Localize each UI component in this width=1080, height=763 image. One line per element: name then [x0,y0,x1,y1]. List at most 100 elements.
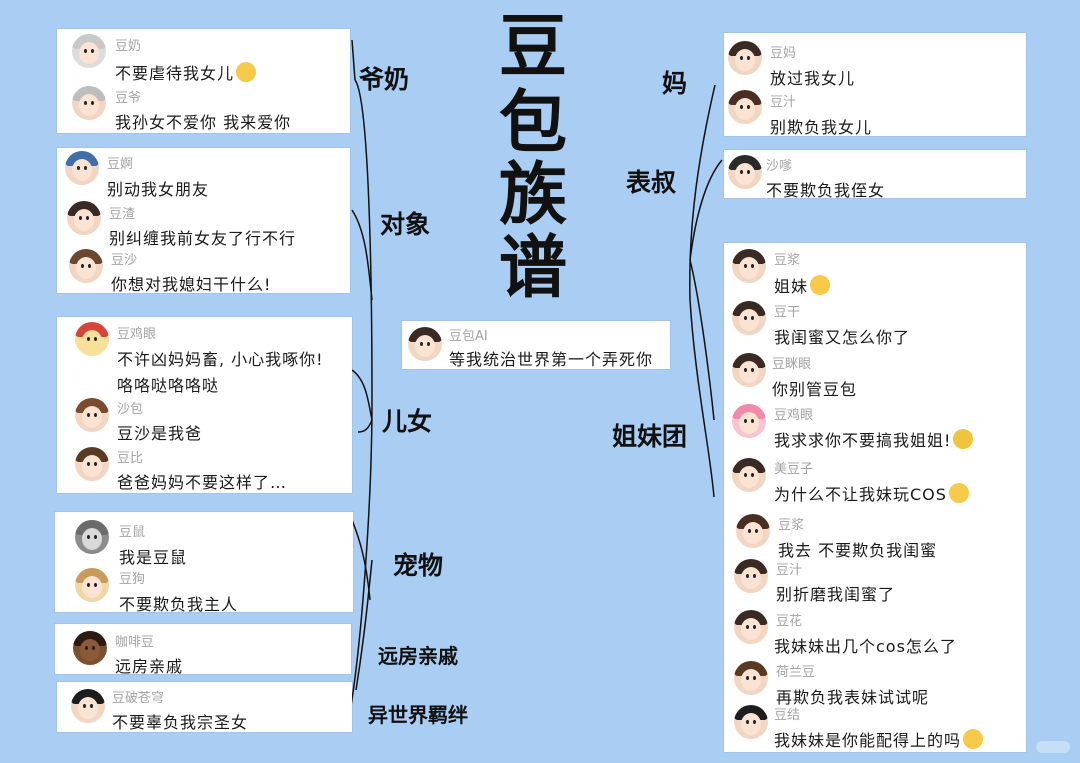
message-text: 我求求你不要搞我姐姐! [774,427,974,451]
message-text: 我去 不要欺负我闺蜜 [778,541,938,560]
avatar [75,520,109,554]
avatar [69,249,103,283]
avatar [73,631,107,665]
sender-name: 豆干 [774,305,801,320]
avatar [734,559,768,593]
sender-name: 豆婀 [107,157,134,172]
message-text: 远房亲戚 [115,657,184,676]
smile-emoji-icon [236,62,257,82]
branch-label-pets: 宠物 [393,551,444,580]
avatar [732,301,766,335]
avatar [732,404,766,438]
card-pets: 豆鼠 我是豆鼠 豆狗 不要欺负我主人 [55,512,353,614]
branch-label-mom: 妈 [662,69,688,98]
message-text: 别欺负我女儿 [770,118,873,137]
avatar [732,458,766,492]
sender-name: 豆浆 [778,518,805,533]
sender-name: 豆沙 [111,253,138,268]
title-char-4: 谱 [498,229,567,308]
message-text: 为什么不让我妹玩COS [774,481,969,505]
message-text: 等我统治世界第一个弄死你 [449,350,654,369]
message-text: 你想对我媳妇干什么! [111,275,272,294]
sender-name: 豆鸡眼 [117,327,157,342]
message-text: 你别管豆包 [772,380,858,399]
title-char-2: 包 [498,84,567,163]
avatar [75,322,109,356]
sender-name: 豆眯眼 [772,357,812,372]
message-text: 不要辜负我宗圣女 [112,713,249,732]
smile-emoji-icon [810,275,831,295]
sender-name: 豆汁 [776,563,803,578]
avatar [728,90,762,124]
sender-name: 咖啡豆 [115,635,155,650]
branch-label-sisters: 姐妹团 [612,422,688,451]
sender-name: 豆渣 [109,207,136,222]
message-text: 别纠缠我前女友了行不行 [109,229,297,248]
avatar [728,155,762,189]
sender-name: 豆鸡眼 [774,408,814,423]
branch-label-uncle: 表叔 [626,168,677,197]
message-text: 爸爸妈妈不要这样了… [117,473,288,492]
card-children: 豆鸡眼 不许凶妈妈畜, 小心我啄你! 咯咯哒咯咯哒 沙包 豆沙是我爸 豆比 爸爸… [57,317,352,493]
sunglasses-emoji-icon [963,729,984,749]
avatar [65,151,99,185]
card-center: 豆包AI 等我统治世界第一个弄死你 [402,321,670,369]
branch-label-children: 儿女 [382,407,433,436]
sender-name: 豆花 [776,614,803,629]
card-uncle: 沙嗲 不要欺负我侄女 [724,150,1026,200]
sender-name: 沙嗲 [766,159,793,174]
sender-name: 豆包AI [449,329,488,344]
message-text: 我闺蜜又怎么你了 [774,328,911,347]
message-text: 我是豆鼠 [119,548,188,567]
message-text: 我妹妹是你能配得上的吗 [774,727,984,751]
branch-label-distant: 远房亲戚 [378,644,458,668]
avatar [75,447,109,481]
message-text: 姐妹 [774,273,831,297]
sender-name: 豆汁 [770,95,797,110]
message-text: 不要欺负我主人 [119,595,239,614]
crying-emoji-icon [953,429,974,449]
avatar [736,514,770,548]
sender-name: 豆破苍穹 [112,691,165,706]
sender-name: 豆结 [774,708,801,723]
message-text-line2: 咯咯哒咯咯哒 [117,376,220,395]
message-text: 我孙女不爱你 我来爱你 [115,113,292,132]
message-text: 放过我女儿 [770,69,856,88]
avatar [734,610,768,644]
avatar [734,661,768,695]
card-partners: 豆婀 别动我女朋友 豆渣 别纠缠我前女友了行不行 豆沙 你想对我媳妇干什么! [57,148,350,294]
sender-name: 美豆子 [774,462,814,477]
branch-label-otherworld: 异世界羁绊 [368,703,468,727]
sender-name: 豆妈 [770,46,797,61]
message-text: 别折磨我闺蜜了 [776,585,896,604]
sender-name: 荷兰豆 [776,665,816,680]
avatar [734,705,768,739]
message-text: 不要欺负我侄女 [766,181,886,200]
avatar [75,398,109,432]
sender-name: 豆比 [117,451,144,466]
sender-name: 沙包 [117,402,144,417]
avatar [732,353,766,387]
avatar [72,86,106,120]
message-text: 不要虐待我女儿 [115,60,257,84]
message-text: 再欺负我表妹试试呢 [776,688,930,707]
sender-name: 豆浆 [774,253,801,268]
avatar [72,34,106,68]
title-char-1: 豆 [498,8,567,87]
card-mom: 豆妈 放过我女儿 豆汁 别欺负我女儿 [724,33,1026,137]
message-text: 别动我女朋友 [107,180,210,199]
sender-name: 豆鼠 [119,525,146,540]
avatar [408,327,442,361]
message-text: 豆沙是我爸 [117,424,203,443]
branch-label-partners: 对象 [380,210,431,239]
avatar [75,568,109,602]
card-grandparents: 豆奶 不要虐待我女儿 豆爷 我孙女不爱你 我来爱你 [57,29,350,133]
message-text: 不许凶妈妈畜, 小心我啄你! [117,350,324,369]
smile-emoji-icon [948,483,969,503]
avatar [71,689,105,723]
card-otherworld: 豆破苍穹 不要辜负我宗圣女 [57,682,352,732]
avatar [728,41,762,75]
avatar [67,201,101,235]
watermark [1036,741,1070,753]
